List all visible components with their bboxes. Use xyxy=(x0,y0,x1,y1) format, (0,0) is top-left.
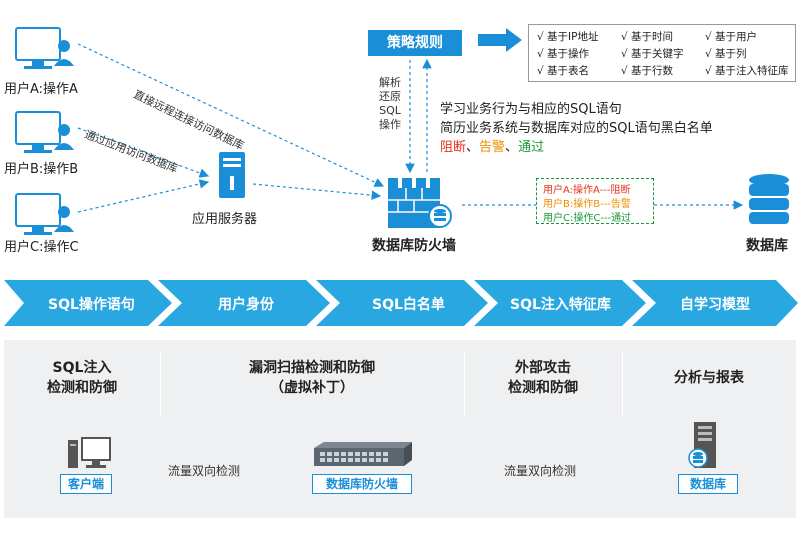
feature-line: （虚拟补丁） xyxy=(270,380,354,396)
step-chevron xyxy=(474,280,646,326)
learn-actions: 阻断、告警、通过 xyxy=(440,136,544,155)
feature-vuln-scan: 漏洞扫描检测和防御 （虚拟补丁） xyxy=(160,358,464,398)
user-c-computer-icon xyxy=(14,192,76,242)
learn-line-2: 简历业务系统与数据库对应的SQL语句黑白名单 xyxy=(440,121,713,136)
feature-line: 漏洞扫描检测和防御 xyxy=(249,360,375,376)
result-block: 用户A:操作A---阻断 xyxy=(543,185,631,196)
step-label: SQL操作语句 xyxy=(48,297,135,313)
divider xyxy=(622,352,623,416)
rule-item: √ 基于IP地址 xyxy=(537,31,599,43)
client-tag: 客户端 xyxy=(60,474,112,494)
feature-line: SQL注入 xyxy=(52,360,112,376)
feature-line: 分析与报表 xyxy=(674,370,744,386)
policy-title: 策略规则 xyxy=(387,35,443,51)
parse-line: 还原 xyxy=(379,90,401,103)
feature-external-attack: 外部攻击 检测和防御 xyxy=(464,358,622,398)
parse-line: 操作 xyxy=(379,118,401,131)
database-icon xyxy=(746,172,792,228)
policy-rules-box: 策略规则 xyxy=(368,30,462,56)
rule-item: √ 基于行数 xyxy=(621,65,674,77)
client-label: 客户端 xyxy=(67,477,104,491)
feature-line: 检测和防御 xyxy=(47,380,117,396)
step-label: 自学习模型 xyxy=(680,297,750,313)
user-a-computer-icon xyxy=(14,26,76,76)
rule-item: √ 基于时间 xyxy=(621,31,674,43)
user-a-label: 用户A:操作A xyxy=(4,82,78,97)
flow-label-left: 流量双向检测 xyxy=(168,464,241,478)
divider xyxy=(160,352,161,416)
rule-item: √ 基于关键字 xyxy=(621,48,684,60)
separator: 、 xyxy=(466,140,480,155)
pass-text: 通过 xyxy=(518,140,545,155)
client-pc-icon xyxy=(66,434,112,474)
separator: 、 xyxy=(505,140,519,155)
user-b-computer-icon xyxy=(14,110,76,160)
firewall-appliance-label: 数据库防火墙 xyxy=(325,477,398,491)
firewall-label: 数据库防火墙 xyxy=(372,238,456,254)
block-text: 阻断 xyxy=(440,140,467,155)
step-label: 用户身份 xyxy=(218,297,274,313)
feature-line: 外部攻击 xyxy=(515,360,571,376)
firewall-tag: 数据库防火墙 xyxy=(312,474,412,494)
firewall-icon xyxy=(384,172,456,230)
divider xyxy=(464,352,465,416)
flow-label-right: 流量双向检测 xyxy=(504,464,577,478)
rule-item: √ 基于列 xyxy=(705,48,747,60)
database-tag: 数据库 xyxy=(678,474,738,494)
parse-sql-label: 解析 还原 SQL 操作 xyxy=(376,76,404,132)
rule-item: √ 基于操作 xyxy=(537,48,590,60)
step-chevron xyxy=(4,280,172,326)
app-server-icon xyxy=(215,150,249,200)
feature-analysis: 分析与报表 xyxy=(622,368,796,388)
step-chevron xyxy=(158,280,330,326)
parse-line: SQL xyxy=(379,104,401,117)
result-pass: 用户C:操作C---通过 xyxy=(543,213,632,224)
rule-item: √ 基于注入特征库 xyxy=(705,65,789,77)
parse-line: 解析 xyxy=(379,76,401,89)
step-label: SQL白名单 xyxy=(372,297,445,313)
results-box: 用户A:操作A---阻断 用户B:操作B---告警 用户C:操作C---通过 xyxy=(536,178,654,224)
user-b-label: 用户B:操作B xyxy=(4,162,79,177)
process-steps xyxy=(4,280,798,326)
rule-item: √ 基于表名 xyxy=(537,65,590,77)
result-alert: 用户B:操作B---告警 xyxy=(543,199,631,210)
rule-item: √ 基于用户 xyxy=(705,31,758,43)
learn-line-1: 学习业务行为与相应的SQL语句 xyxy=(440,102,622,117)
firewall-appliance-icon xyxy=(312,440,414,470)
database-bottom-label: 数据库 xyxy=(689,477,726,491)
alert-text: 告警 xyxy=(479,140,506,155)
step-chevron xyxy=(316,280,488,326)
database-label: 数据库 xyxy=(746,238,788,254)
app-server-label: 应用服务器 xyxy=(192,212,258,227)
feature-sql-injection: SQL注入 检测和防御 xyxy=(4,358,160,398)
user-c-label: 用户C:操作C xyxy=(4,240,79,255)
feature-line: 检测和防御 xyxy=(508,380,578,396)
rules-panel: √ 基于IP地址 √ 基于时间 √ 基于用户 √ 基于操作 √ 基于关键字 √ … xyxy=(528,24,796,82)
step-label: SQL注入特征库 xyxy=(510,297,611,313)
db-server-icon xyxy=(686,420,726,472)
step-chevron xyxy=(632,280,798,326)
